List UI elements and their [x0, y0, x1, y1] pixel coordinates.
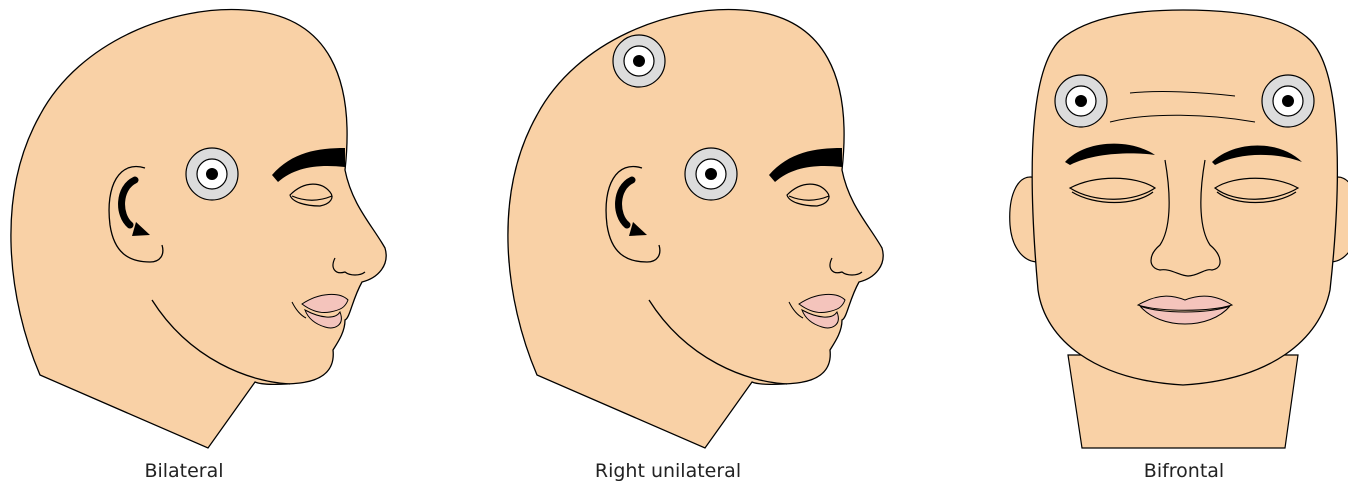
bilateral-head — [11, 10, 386, 448]
vertex-electrode — [613, 35, 665, 87]
temple-electrode — [186, 148, 238, 200]
right-unilateral-head — [508, 10, 883, 448]
temple-electrode — [685, 148, 737, 200]
left-forehead-electrode — [1055, 75, 1107, 127]
bilateral-caption: Bilateral — [34, 460, 334, 482]
right-forehead-electrode — [1262, 75, 1314, 127]
bifrontal-head — [1010, 10, 1348, 448]
right-unilateral-caption: Right unilateral — [518, 460, 818, 482]
bifrontal-caption: Bifrontal — [1034, 460, 1334, 482]
